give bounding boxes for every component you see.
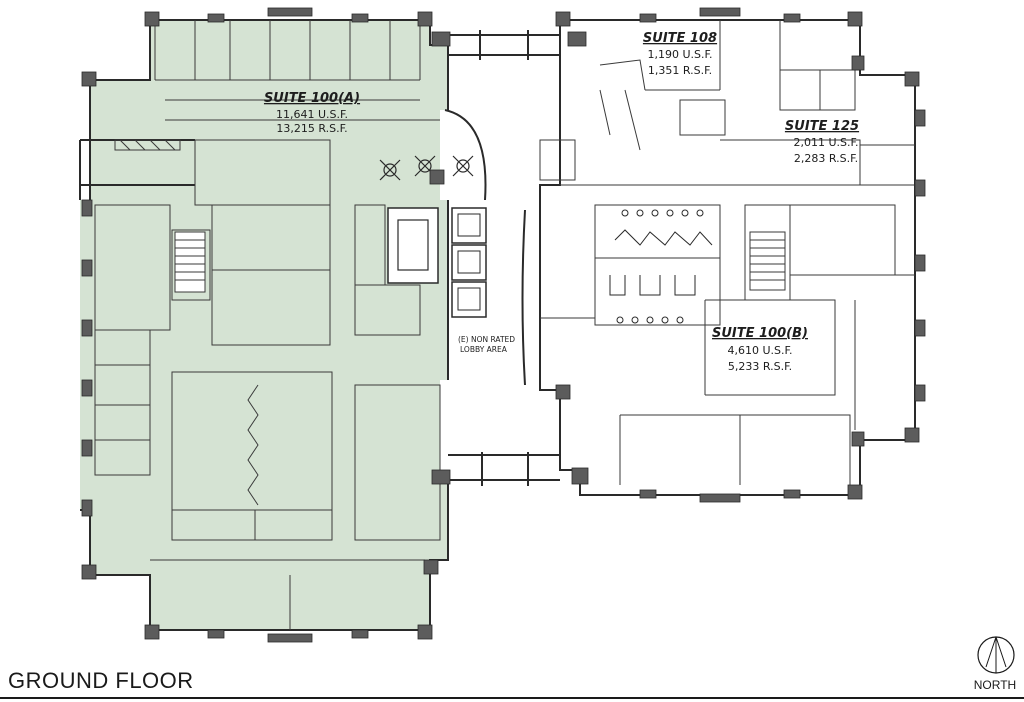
east-stair: [749, 231, 786, 291]
lobby-note-line1: (E) NON RATED: [458, 335, 515, 344]
suite-100a-label: SUITE 100(A) 11,641 U.S.F. 13,215 R.S.F.: [264, 91, 360, 135]
suite-125-name: SUITE 125: [785, 119, 859, 134]
restroom-fixtures: [609, 209, 713, 324]
suite-108-usf: 1,190 U.S.F.: [647, 48, 712, 61]
suite-100a-name: SUITE 100(A): [264, 91, 360, 106]
suite-108-rsf: 1,351 R.S.F.: [648, 64, 712, 77]
suite-100b-rsf: 5,233 R.S.F.: [728, 360, 792, 373]
suite-100a-rsf: 13,215 R.S.F.: [276, 122, 347, 135]
lobby-note: (E) NON RATED LOBBY AREA: [458, 335, 515, 354]
lobby-note-line2: LOBBY AREA: [460, 345, 508, 354]
sheet-title: GROUND FLOOR: [8, 668, 194, 693]
structural-columns: [81, 7, 926, 643]
east-interior-walls: [539, 20, 915, 485]
north-arrow-icon: [977, 636, 1015, 674]
west-stair: [174, 231, 206, 293]
suite-108-label: SUITE 108 1,190 U.S.F. 1,351 R.S.F.: [643, 31, 717, 77]
suite-125-usf: 2,011 U.S.F.: [793, 136, 858, 149]
suite-108-name: SUITE 108: [643, 31, 717, 46]
west-interior-walls: [94, 20, 441, 630]
suite-100a-usf: 11,641 U.S.F.: [276, 108, 348, 121]
suite-100b-usf: 4,610 U.S.F.: [727, 344, 792, 357]
suite-100a-area: [80, 20, 448, 630]
title-underline: [0, 697, 1024, 699]
connector-bridges: [448, 30, 560, 486]
suite-125-label: SUITE 125 2,011 U.S.F. 2,283 R.S.F.: [785, 119, 859, 165]
north-label: NORTH: [973, 678, 1017, 692]
elevators: [387, 207, 487, 318]
suite-125-rsf: 2,283 R.S.F.: [794, 152, 858, 165]
suite-100b-label: SUITE 100(B) 4,610 U.S.F. 5,233 R.S.F.: [712, 326, 808, 373]
lobby-seating: [379, 109, 487, 201]
suite-100b-name: SUITE 100(B): [712, 326, 808, 341]
